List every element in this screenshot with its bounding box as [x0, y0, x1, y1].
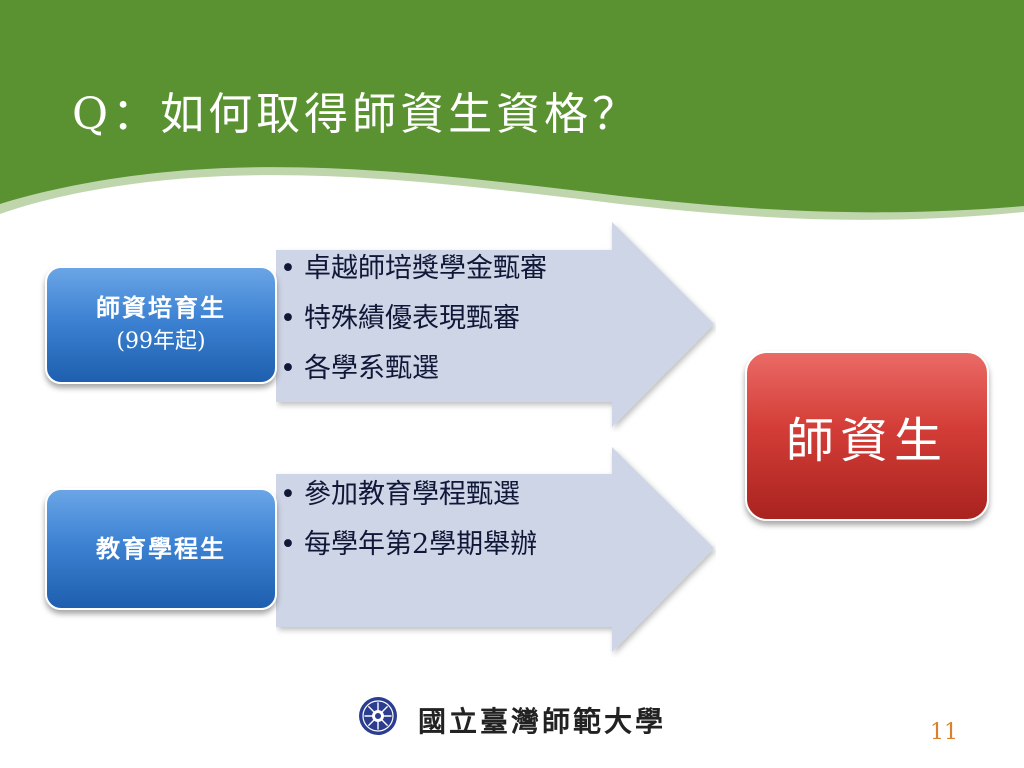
teacher-education-student-box: 師資培育生 (99年起) [45, 266, 277, 384]
flow-arrow-1 [276, 222, 714, 427]
ntnu-emblem-icon [359, 697, 397, 735]
university-name: 國立臺灣師範大學 [418, 705, 667, 738]
bullet-item: •卓越師培獎學金甄審 [280, 253, 547, 284]
flow-arrow-2 [276, 447, 714, 652]
teacher-candidate-box: 師資生 [745, 351, 989, 521]
bullet-text: 各學系甄選 [304, 353, 439, 384]
education-program-student-box: 教育學程生 [45, 488, 277, 610]
box-sublabel: (99年起) [116, 329, 206, 354]
bullet-item: •參加教育學程甄選 [280, 479, 520, 510]
program-selection-list: •參加教育學程甄選 •每學年第2學期舉辦 [280, 470, 537, 570]
bullet-text: 特殊績優表現甄審 [304, 303, 520, 334]
bullet-text: 卓越師培獎學金甄審 [304, 253, 547, 284]
admission-methods-list: •卓越師培獎學金甄審 •特殊績優表現甄審 •各學系甄選 [280, 244, 547, 394]
header-band [0, 0, 1024, 220]
bullet-item: •每學年第2學期舉辦 [280, 529, 538, 560]
page-number: 11 [930, 720, 958, 745]
bullet-item: •各學系甄選 [280, 353, 439, 384]
box-label: 教育學程生 [96, 534, 226, 563]
bullet-item: •特殊績優表現甄審 [280, 303, 520, 334]
slide-title: Q：如何取得師資生資格？ [72, 89, 641, 140]
bullet-text: 每學年第2學期舉辦 [304, 529, 538, 560]
box-label: 師資培育生 [96, 293, 226, 322]
box-label: 師資生 [785, 413, 948, 469]
bullet-text: 參加教育學程甄選 [304, 479, 520, 510]
